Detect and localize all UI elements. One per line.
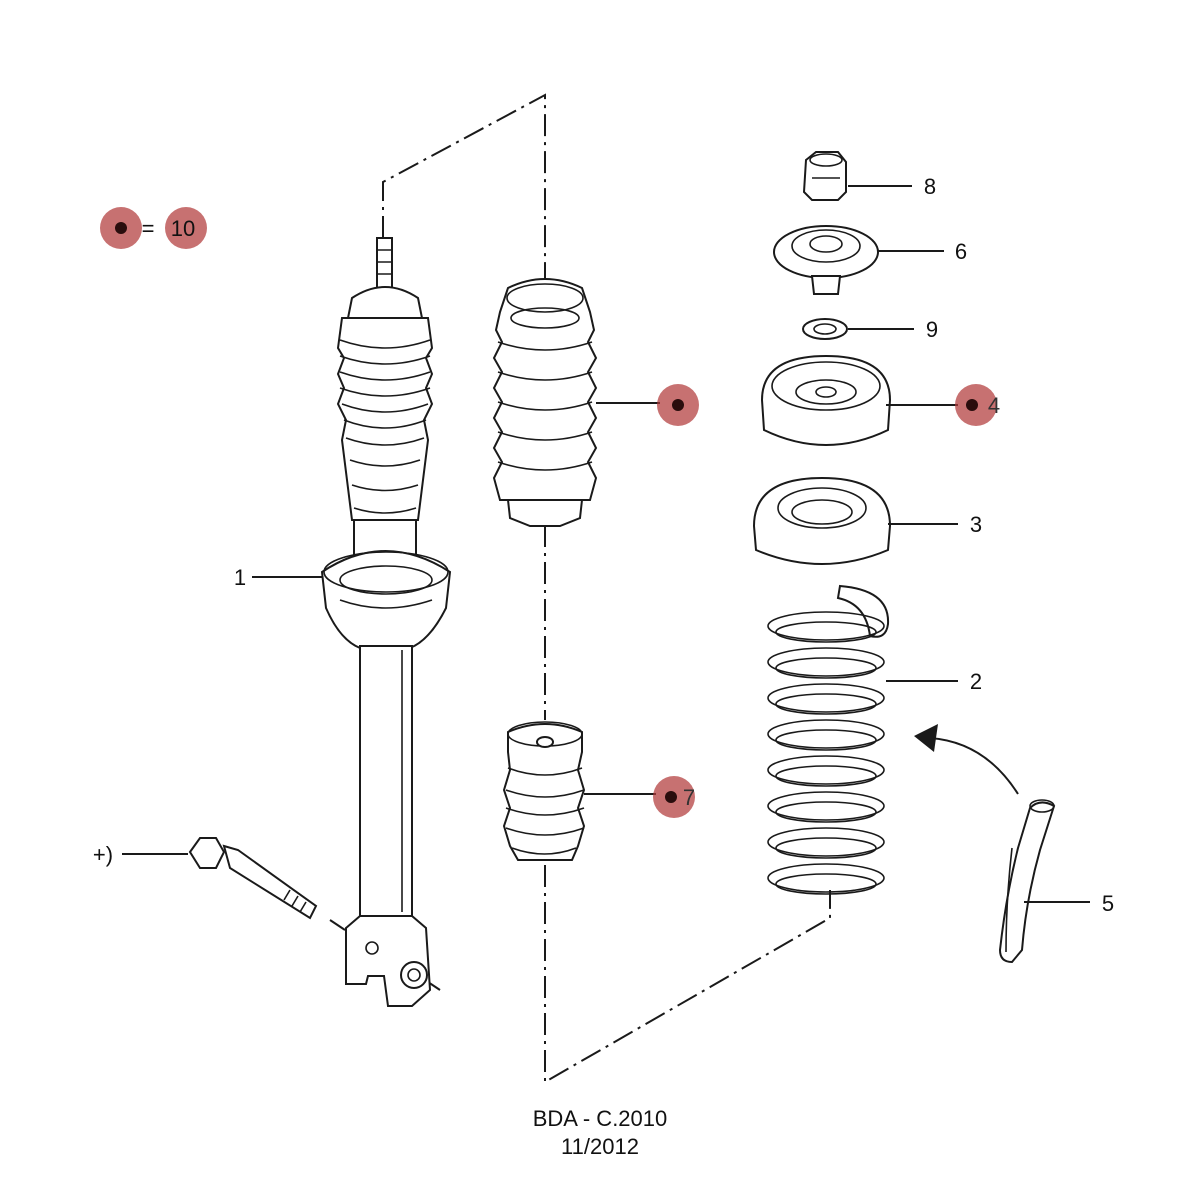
- bump-stop: [502, 721, 586, 861]
- diagram-date: 11/2012: [561, 1134, 639, 1159]
- label-1: 1: [234, 565, 246, 590]
- leader-lines: [122, 185, 1090, 903]
- label-8: 8: [924, 174, 936, 199]
- label-4: 4: [988, 393, 1000, 418]
- legend-quantity-10: 10: [171, 216, 195, 241]
- assembly-guide-lines: [329, 93, 831, 1084]
- washer: [802, 318, 848, 340]
- diagram-code: BDA - C.2010: [532, 1106, 668, 1131]
- legend-number-marker: [165, 207, 207, 249]
- direction-arrow: [914, 724, 1019, 795]
- label-2: 2: [970, 669, 982, 694]
- upper-mount-cup: [773, 225, 879, 295]
- spring-sleeve: [998, 799, 1056, 964]
- label-9: 9: [926, 317, 938, 342]
- shock-absorber-strut: [320, 237, 452, 1007]
- coil-spring: [767, 584, 890, 895]
- legend-equals: =: [142, 216, 155, 241]
- label-5: 5: [1102, 891, 1114, 916]
- highlight-markers: [100, 207, 997, 818]
- top-nut: [802, 151, 847, 201]
- label-bolt: +): [93, 842, 113, 867]
- label-7: 7: [683, 785, 695, 810]
- mounting-bolt: [188, 837, 318, 920]
- top-mount: [760, 354, 892, 446]
- upper-spring-seat: [752, 476, 892, 565]
- callout-labels: 1 +) 8 6 9 4 3 2 7 5 = 10: [93, 174, 1114, 916]
- label-3: 3: [970, 512, 982, 537]
- dust-boot: [492, 278, 598, 527]
- label-6: 6: [955, 239, 967, 264]
